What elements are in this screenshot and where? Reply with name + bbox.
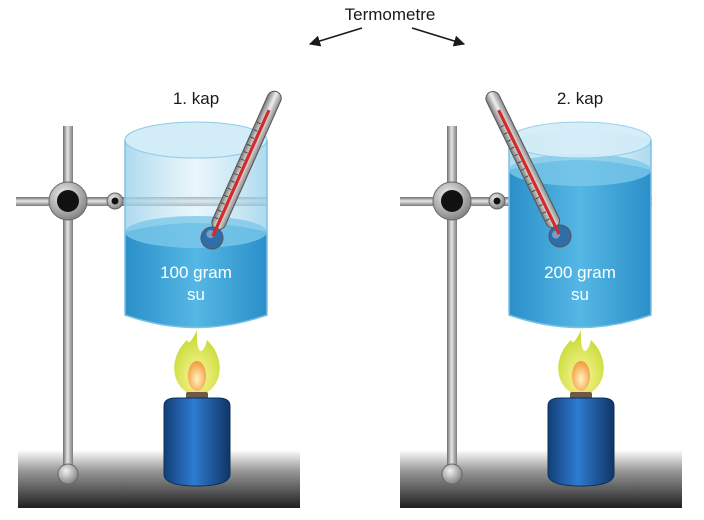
stand-base-2 (400, 450, 682, 508)
stand-foot-knob-1 (57, 463, 79, 485)
setup-1: 1. kap 100 gram su (16, 86, 300, 508)
burner-2 (547, 330, 615, 487)
substance-label-2: su (571, 285, 589, 304)
arrow-to-thermometer-1 (308, 27, 363, 47)
mass-label-2: 200 gram (544, 263, 616, 282)
water-1 (125, 223, 267, 328)
arrow-to-thermometer-2 (411, 27, 466, 47)
mass-label-1: 100 gram (160, 263, 232, 282)
clamp-holder-1 (48, 181, 124, 221)
burner-1 (163, 330, 231, 487)
setup-2: 2. kap 200 gram su (400, 86, 682, 508)
stand-rod-2 (447, 126, 457, 472)
thermometer-label: Termometre (345, 5, 436, 24)
stand-foot-knob-2 (441, 463, 463, 485)
clamp-holder-2 (432, 181, 506, 221)
stand-rod-1 (63, 126, 73, 472)
setup-2-title: 2. kap (557, 89, 603, 108)
setup-1-title: 1. kap (173, 89, 219, 108)
substance-label-1: su (187, 285, 205, 304)
